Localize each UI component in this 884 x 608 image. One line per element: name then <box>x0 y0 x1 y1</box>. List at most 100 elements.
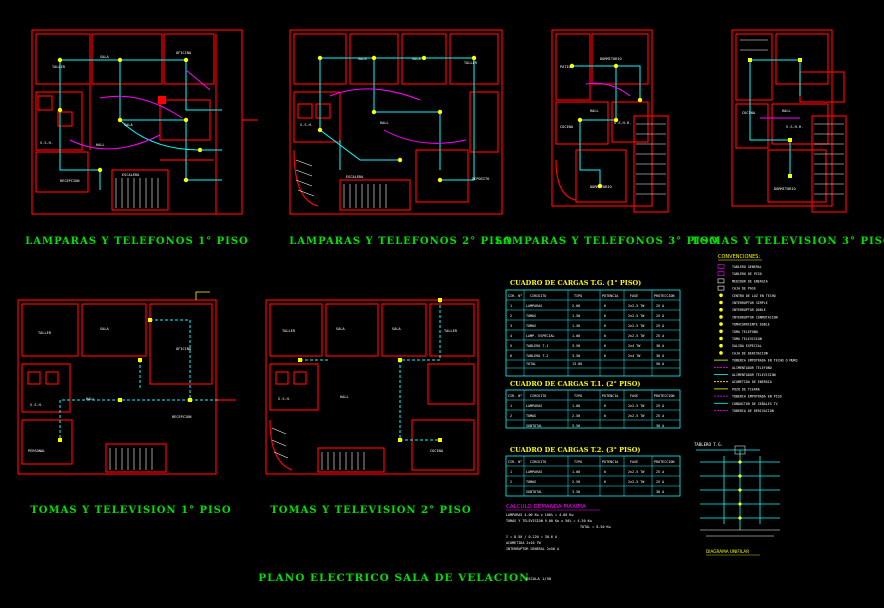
drawing-title: PLANO ELECTRICO SALA DE VELACION <box>258 572 530 584</box>
table-cell: 13.00 <box>572 362 582 366</box>
room-label: SALA <box>412 57 421 61</box>
table-cell: 25 A <box>656 314 664 318</box>
legend-item-label: POZO DE TIERRA <box>732 387 760 391</box>
room-label: SALA <box>358 57 367 61</box>
room-label: SALA <box>100 327 109 331</box>
legend-symbol-icon <box>719 300 723 305</box>
table-cell: 25 A <box>656 414 664 418</box>
room-label: TALLER <box>444 329 458 333</box>
table-cell: TABLERO T.2 <box>526 354 548 358</box>
table-cell: TOMAS <box>526 324 536 328</box>
diagram-label: TABLERO T.G. <box>694 442 723 447</box>
table-header: CIR. N° <box>508 294 522 298</box>
table-cell: 6 <box>604 334 606 338</box>
table-header: POTENCIA <box>602 294 618 298</box>
legend-symbol-icon <box>717 285 725 291</box>
room-label: RECEPCION <box>60 179 79 183</box>
room-label: S.S.H. <box>278 397 291 401</box>
room-label: ESCALERA <box>122 173 140 177</box>
legend-symbol-icon <box>719 336 723 341</box>
table-header: CIRCUITO <box>530 460 546 464</box>
legend-item-label: ALIMENTADOR TELEVISION <box>732 373 776 377</box>
load-table-general: CUADRO DE CARGAS T.G. (1° PISO) CIR. N° … <box>505 279 681 377</box>
table-header: FASE <box>630 294 638 298</box>
calc-line: I = 8.50 / 0.220 = 38.6 A <box>506 535 557 539</box>
table-cell: 30 A <box>656 344 664 348</box>
legend-item-label: SALIDA ESPECIAL <box>732 344 762 348</box>
table-cell: TOMAS <box>526 414 536 418</box>
room-label: COCINA <box>560 125 574 129</box>
table-header: CIR. N° <box>508 394 522 398</box>
table-cell: 2.00 <box>572 304 580 308</box>
legend-item-label: TUBERIA EMPOTRADA EN PISO <box>732 395 782 399</box>
legend-item-label: TUBERIA DE DERIVACION <box>732 409 774 413</box>
table-cell: 2x2.5 TW <box>628 304 645 308</box>
table-cell: 30 A <box>656 424 664 428</box>
caption-lighting-floor-1: LAMPARAS Y TELEFONOS 1° PISO <box>25 236 248 247</box>
table-cell: 2x4 TW <box>628 354 641 358</box>
legend-symbol-icon <box>719 293 723 298</box>
caption-lighting-floor-3: LAMPARAS Y TELEFONOS 3° PISO <box>495 236 718 247</box>
table-cell: 3.50 <box>572 344 580 348</box>
diagram-title: DIAGRAMA UNIFILAR <box>706 549 749 554</box>
room-label: HALL <box>590 109 599 113</box>
calc-title: CALCULO DEMANDA MAXIMA <box>506 504 586 510</box>
load-table-floor-2: CUADRO DE CARGAS T.1. (2° PISO) CIR. N° … <box>505 380 681 429</box>
room-label: OFICINA <box>176 51 192 55</box>
legend-item-label: TUBERIA EMPOTRADA EN TECHO O MURO <box>732 359 798 363</box>
single-line-diagram: TABLERO T.G. DIAGRAMA UNIFILAR <box>694 442 780 556</box>
table-cell: TOMAS <box>526 314 536 318</box>
table-cell: 25 A <box>656 470 664 474</box>
table-cell: 1.50 <box>572 314 580 318</box>
table-cell: 6 <box>604 480 606 484</box>
table-cell: 6 <box>604 470 606 474</box>
table-cell: LAMP. ESPECIAL <box>526 334 555 338</box>
legend-item-label: TABLERO DE PISO <box>732 272 762 276</box>
calc-line: TOMAS Y TELEVISION 9.00 Kw x 50% = 4.50 … <box>506 519 593 523</box>
table-cell: 3.50 <box>572 490 580 494</box>
table-cell: 1 <box>510 404 512 408</box>
caption-lighting-floor-2: LAMPARAS Y TELEFONOS 2° PISO <box>289 236 512 247</box>
table-cell: 6 <box>604 414 606 418</box>
room-label: COCINA <box>742 111 756 115</box>
room-label: DEPOSITO <box>472 177 489 181</box>
table-cell: 1.50 <box>572 324 580 328</box>
room-label: S.S.H.H. <box>786 125 803 129</box>
room-label: S.S.H. <box>300 123 313 127</box>
table-header: CIR. N° <box>508 460 522 464</box>
room-label: TALLER <box>52 65 66 69</box>
room-label: PATIO <box>560 65 571 69</box>
room-label: DORMITORIO <box>600 57 622 61</box>
table-cell: 2x2.5 TW <box>628 480 645 484</box>
legend-symbol-icon <box>719 322 723 326</box>
table-cell: 25 A <box>656 324 664 328</box>
table-cell: 1.00 <box>572 470 580 474</box>
table-cell: 25 A <box>656 334 664 338</box>
legend-item-label: INTERRUPTOR CONMUTACION <box>732 315 778 319</box>
room-label: HALL <box>782 109 791 113</box>
plan-lighting-floor-1: TALLER SALA OFICINA S.S.H. SALA HALL ESC… <box>31 29 258 215</box>
table-cell: 30 A <box>656 490 664 494</box>
plan-outlets-floor-3: COCINA HALL DORMITORIO S.S.H.H. <box>731 29 847 213</box>
table-cell: TABLERO T.1 <box>526 344 548 348</box>
room-label: OFICINA <box>176 347 192 351</box>
plan-outlets-floor-2: TALLER SALA SALA TALLER S.S.H. HALL COCI… <box>265 298 479 475</box>
room-label: PERSONAL <box>28 449 45 453</box>
room-label: S.S.H. <box>30 403 43 407</box>
table-header: POTENCIA <box>602 394 618 398</box>
table-cell: 25 A <box>656 480 664 484</box>
table-cell: SUBTOTAL <box>526 490 542 494</box>
table-cell: 6 <box>604 324 606 328</box>
legend-symbol-icon <box>719 343 723 348</box>
room-label: HALL <box>96 143 105 147</box>
room-label: HALL <box>380 121 389 125</box>
table-cell: 1.00 <box>572 404 580 408</box>
table-header: PROTECCION <box>654 460 674 464</box>
legend-item-label: INTERRUPTOR SIMPLE <box>732 301 768 305</box>
caption-outlets-floor-2: TOMAS Y TELEVISION 2° PISO <box>270 505 471 516</box>
room-label: RECEPCION <box>172 415 191 419</box>
table-cell: 30 A <box>656 354 664 358</box>
